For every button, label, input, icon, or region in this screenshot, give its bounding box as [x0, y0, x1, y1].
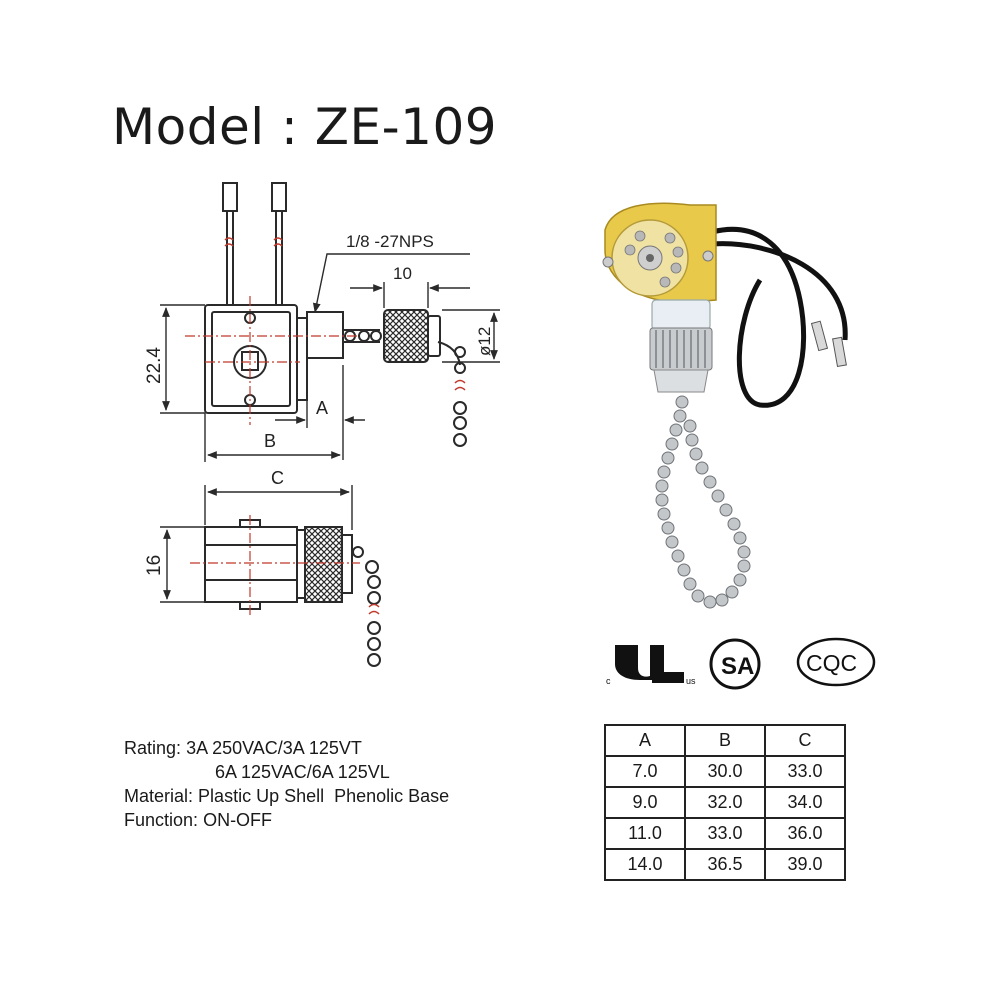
table-cell: 36.5	[684, 848, 766, 881]
side-view	[204, 519, 381, 667]
model-title: Model : ZE-109	[112, 98, 498, 156]
table-cell: 14.0	[604, 848, 686, 881]
dim-a-label: A	[316, 398, 328, 418]
ul-recognized-mark-icon: c us	[606, 645, 696, 686]
dim-16-label: 16	[144, 555, 165, 576]
table-cell: 30.0	[684, 755, 766, 788]
table-cell: 33.0	[684, 817, 766, 850]
table-row: 9.0 32.0 34.0	[604, 786, 846, 819]
function-value: ON-OFF	[203, 810, 273, 830]
table-cell: 32.0	[684, 786, 766, 819]
material-label: Material:	[124, 786, 194, 806]
rating-line-1: 3A 250VAC/3A 125VT	[186, 738, 362, 758]
table-cell: 9.0	[604, 786, 686, 819]
front-view	[204, 182, 467, 447]
svg-text:c: c	[606, 676, 611, 686]
csa-text: SA	[721, 653, 754, 680]
dim-22-4-label: 22.4	[144, 347, 165, 384]
table-header-b: B	[684, 724, 766, 757]
function-label: Function:	[124, 810, 199, 830]
dim-10-label: 10	[393, 264, 412, 283]
table-header-row: A B C	[604, 724, 846, 757]
table-row: 14.0 36.5 39.0	[604, 848, 846, 881]
table-row: 7.0 30.0 33.0	[604, 755, 846, 788]
dim-c-label: C	[271, 468, 284, 488]
product-photo	[602, 202, 848, 609]
cqc-mark-icon: CQC	[796, 637, 876, 687]
table-cell: 36.0	[764, 817, 846, 850]
dim-12-label: ø12	[475, 327, 494, 356]
material-value: Plastic Up Shell Phenolic Base	[198, 786, 450, 806]
svg-text:us: us	[686, 676, 696, 686]
rating-line-2: 6A 125VAC/6A 125VL	[215, 762, 390, 782]
table-cell: 7.0	[604, 755, 686, 788]
table-row: 11.0 33.0 36.0	[604, 817, 846, 850]
dim-b-label: B	[264, 431, 276, 451]
table-cell: 34.0	[764, 786, 846, 819]
table-cell: 11.0	[604, 817, 686, 850]
cqc-text: CQC	[806, 650, 857, 676]
table-cell: 39.0	[764, 848, 846, 881]
table-cell: 33.0	[764, 755, 846, 788]
table-header-c: C	[764, 724, 846, 757]
dimension-table: A B C 7.0 30.0 33.0 9.0 32.0 34.0 11.0 3…	[604, 724, 846, 881]
csa-mark-icon: SA	[709, 638, 761, 690]
table-header-a: A	[604, 724, 686, 757]
specifications: Rating: 3A 250VAC/3A 125VT 6A 125VAC/6A …	[124, 736, 449, 832]
rating-label: Rating:	[124, 738, 182, 758]
thread-label: 1/8 -27NPS	[346, 232, 434, 251]
